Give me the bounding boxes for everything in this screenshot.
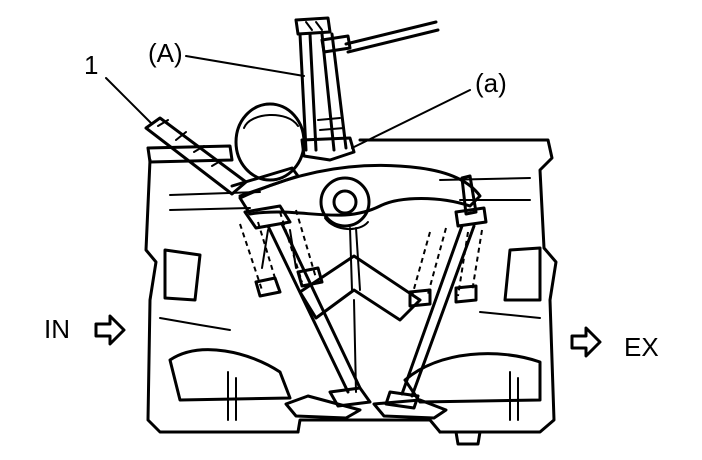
label-part-1: 1 bbox=[84, 50, 99, 80]
cylinder-head-body bbox=[144, 138, 558, 446]
label-tool-A: (A) bbox=[148, 38, 183, 68]
tool-A-compressor bbox=[294, 16, 440, 162]
exhaust-valve bbox=[372, 174, 488, 420]
intake-valve bbox=[239, 204, 372, 420]
intake-arrow-icon bbox=[94, 314, 126, 346]
label-intake: IN bbox=[44, 314, 70, 344]
exhaust-arrow-icon bbox=[570, 326, 602, 358]
part-1-tool bbox=[144, 116, 300, 198]
camshaft bbox=[234, 102, 306, 182]
center-ribs bbox=[298, 254, 422, 393]
label-exhaust: EX bbox=[624, 332, 659, 362]
label-point-a: (a) bbox=[475, 68, 507, 98]
leader-lines bbox=[105, 55, 471, 149]
